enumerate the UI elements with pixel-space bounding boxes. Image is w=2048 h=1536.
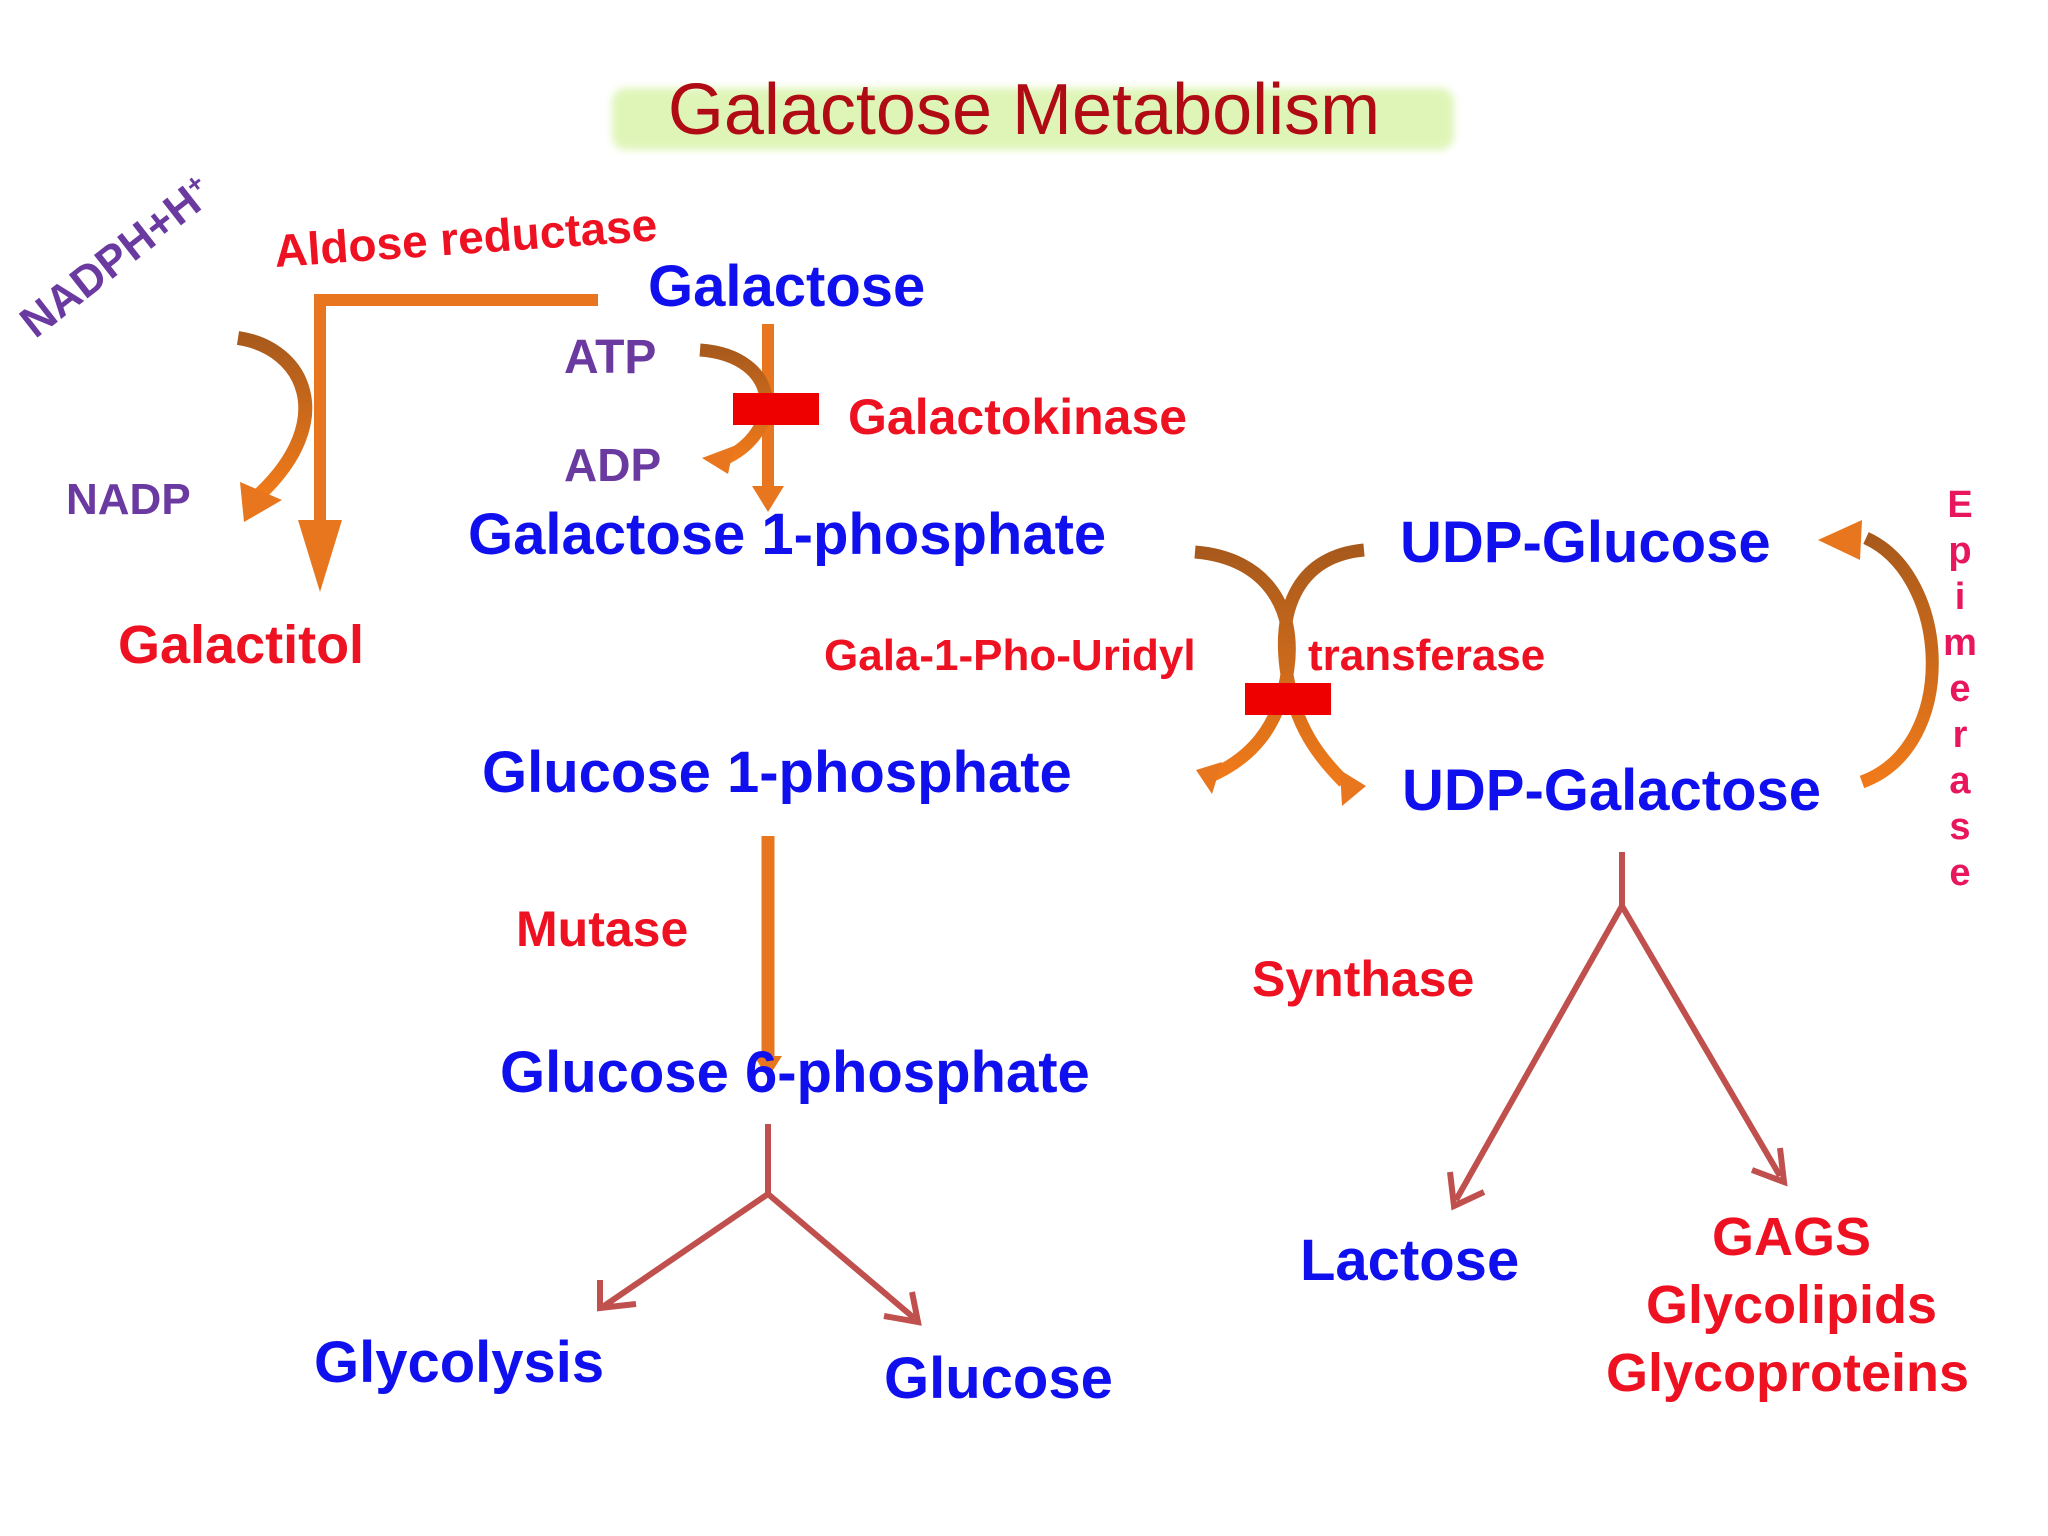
epimerase-letter: p xyxy=(1948,530,1972,572)
g6p-branch-arrows xyxy=(597,1124,922,1326)
galactokinase-block xyxy=(733,393,819,425)
page-title: Galactose Metabolism xyxy=(667,70,1381,150)
nadp-label: NADP xyxy=(66,475,191,524)
udp-galactose-branch-arrows xyxy=(1447,852,1788,1211)
epimerase-letter: i xyxy=(1954,576,1966,618)
epimerase-letter: E xyxy=(1947,484,1973,526)
galactokinase-label: Galactokinase xyxy=(848,389,1188,445)
epimerase-label: E p i m e r a s e xyxy=(1930,482,1990,896)
transferase-right-label: transferase xyxy=(1308,631,1546,680)
glycoproteins-node: Glycoproteins xyxy=(1606,1343,1970,1403)
epimerase-letter: a xyxy=(1949,760,1971,802)
galactitol-node: Galactitol xyxy=(118,615,365,675)
glucose-node: Glucose xyxy=(884,1346,1113,1411)
adp-label: ADP xyxy=(564,439,662,491)
mutase-label: Mutase xyxy=(516,901,689,957)
udp-glucose-node: UDP-Glucose xyxy=(1400,510,1771,575)
nadph-to-nadp-arrow xyxy=(236,331,313,522)
gags-node: GAGS xyxy=(1712,1207,1872,1267)
title-highlight xyxy=(612,88,1454,150)
epimerase-letter: e xyxy=(1949,668,1971,710)
glucose-1-phosphate-node: Glucose 1-phosphate xyxy=(482,740,1072,805)
glycolysis-node: Glycolysis xyxy=(314,1330,605,1395)
epimerase-letter: r xyxy=(1952,714,1968,756)
transferase-left-label: Gala-1-Pho-Uridyl xyxy=(824,631,1196,680)
epimerase-letter: m xyxy=(1943,622,1977,664)
atp-label: ATP xyxy=(564,331,657,384)
transferase-block xyxy=(1245,683,1331,715)
lactose-node: Lactose xyxy=(1300,1228,1520,1293)
glucose-6-phosphate-node: Glucose 6-phosphate xyxy=(500,1040,1090,1105)
synthase-label: Synthase xyxy=(1252,951,1475,1007)
transferase-exchange-arrows xyxy=(1194,543,1366,806)
aldose-reductase-arrow xyxy=(298,294,598,592)
mutase-arrow xyxy=(754,836,782,1078)
epimerase-letter: e xyxy=(1949,852,1971,894)
galactose-node: Galactose xyxy=(648,254,926,319)
epimerase-arrow xyxy=(1818,520,1939,789)
udp-galactose-node: UDP-Galactose xyxy=(1402,758,1822,823)
galactose-1-phosphate-node: Galactose 1-phosphate xyxy=(468,502,1107,567)
glycolipids-node: Glycolipids xyxy=(1646,1275,1938,1335)
epimerase-letter: s xyxy=(1949,806,1971,848)
